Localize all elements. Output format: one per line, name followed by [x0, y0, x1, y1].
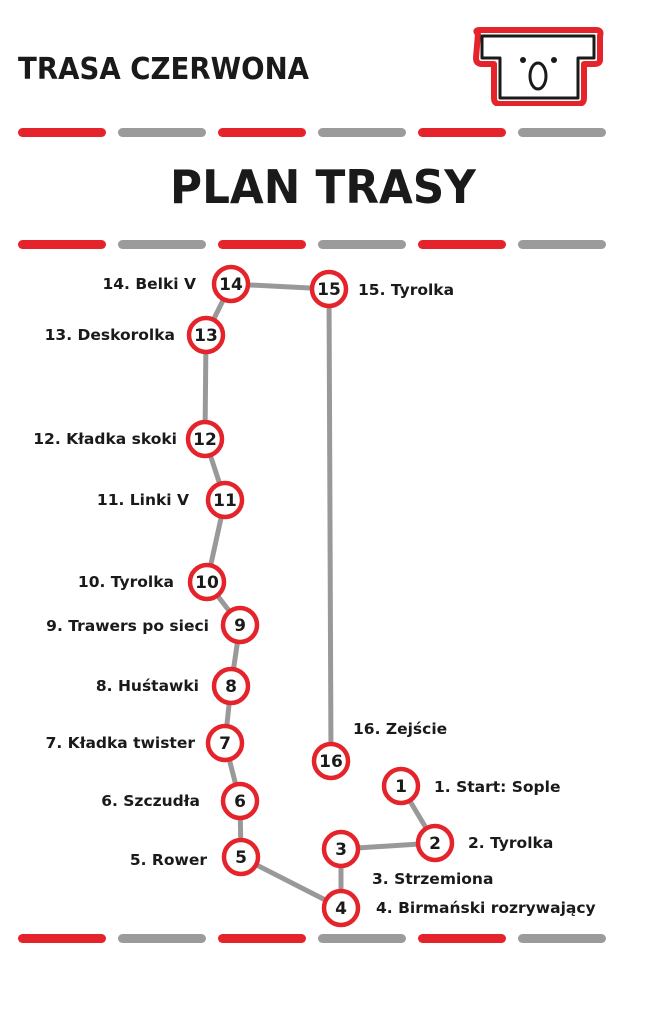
station-label-3: 3. Strzemiona — [372, 870, 494, 888]
station-marker-10: 10 — [187, 562, 227, 602]
page-heading: PLAN TRASY — [170, 160, 476, 214]
station-number: 8 — [225, 677, 237, 697]
station-label-14: 14. Belki V — [102, 275, 196, 293]
station-label-16: 16. Zejście — [353, 720, 448, 738]
station-label-8: 8. Huśtawki — [95, 677, 199, 695]
station-number: 15 — [317, 280, 341, 300]
station-circle — [311, 741, 351, 781]
station-circle — [186, 315, 226, 355]
station-marker-13: 13 — [186, 315, 226, 355]
station-circle — [205, 723, 245, 763]
station-label-9: 9. Trawers po sieci — [46, 617, 209, 635]
station-circle — [220, 781, 260, 821]
dash-divider-middle — [18, 240, 608, 250]
station-marker-2: 2 — [415, 823, 455, 863]
station-number: 7 — [219, 734, 231, 754]
station-number: 12 — [193, 430, 217, 450]
station-label-12: 12. Kładka skoki — [33, 430, 177, 448]
station-label-10: 10. Tyrolka — [77, 573, 174, 591]
dash-divider-bottom — [18, 934, 608, 944]
station-circle — [415, 823, 455, 863]
station-circle — [309, 269, 349, 309]
station-number: 10 — [195, 573, 219, 593]
station-marker-9: 9 — [220, 605, 260, 645]
station-marker-4: 4 — [321, 888, 361, 928]
station-marker-16: 16 — [311, 741, 351, 781]
station-circle — [321, 888, 361, 928]
station-marker-14: 14 — [211, 264, 251, 304]
station-number: 13 — [194, 326, 218, 346]
station-label-7: 7. Kładka twister — [45, 734, 195, 752]
station-label-4: 4. Birmański rozrywający — [376, 899, 596, 917]
station-number: 6 — [234, 792, 246, 812]
station-number: 16 — [319, 752, 343, 772]
station-circle — [211, 666, 251, 706]
station-label-15: 15. Tyrolka — [358, 281, 455, 299]
station-circle — [321, 829, 361, 869]
station-number: 14 — [219, 275, 243, 295]
route-connector-15-16 — [326, 288, 334, 762]
station-marker-12: 12 — [185, 419, 225, 459]
station-number: 9 — [234, 616, 246, 636]
route-name: TRASA CZERWONA — [18, 52, 310, 87]
station-marker-8: 8 — [211, 666, 251, 706]
station-number: 4 — [335, 899, 347, 919]
station-marker-3: 3 — [321, 829, 361, 869]
dash-divider-top — [18, 128, 608, 138]
station-label-6: 6. Szczudła — [101, 792, 200, 810]
station-marker-7: 7 — [205, 723, 245, 763]
station-circle — [187, 562, 227, 602]
station-circle — [381, 766, 421, 806]
station-circle — [185, 419, 225, 459]
station-marker-11: 11 — [205, 480, 245, 520]
station-number: 5 — [235, 848, 247, 868]
station-marker-15: 15 — [309, 269, 349, 309]
station-marker-5: 5 — [221, 837, 261, 877]
station-label-2: 2. Tyrolka — [468, 834, 554, 852]
station-number: 11 — [213, 491, 237, 511]
station-label-11: 11. Linki V — [96, 491, 189, 509]
station-number: 3 — [335, 840, 347, 860]
station-circle — [221, 837, 261, 877]
station-number: 2 — [429, 834, 441, 854]
station-label-1: 1. Start: Sople — [434, 778, 561, 796]
station-label-5: 5. Rower — [129, 851, 207, 869]
station-number: 1 — [395, 777, 407, 797]
station-circle — [220, 605, 260, 645]
station-circle — [205, 480, 245, 520]
koala-icon — [473, 27, 604, 106]
station-marker-1: 1 — [381, 766, 421, 806]
station-marker-6: 6 — [220, 781, 260, 821]
station-circle — [211, 264, 251, 304]
station-label-13: 13. Deskorolka — [44, 326, 175, 344]
